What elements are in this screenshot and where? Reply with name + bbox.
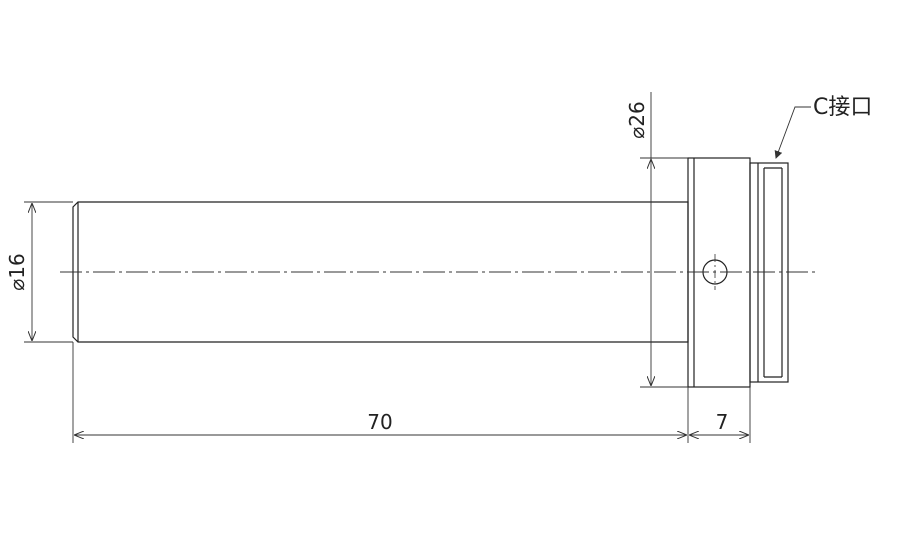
shaft-diameter-label: ⌀16: [5, 253, 29, 291]
callout-leader-line: [774, 106, 811, 159]
flange-length-label: 7: [716, 410, 729, 434]
shaft-length-label: 70: [367, 410, 392, 434]
flange-diameter-label: ⌀26: [625, 101, 649, 139]
callout-label: C接口: [813, 95, 872, 120]
